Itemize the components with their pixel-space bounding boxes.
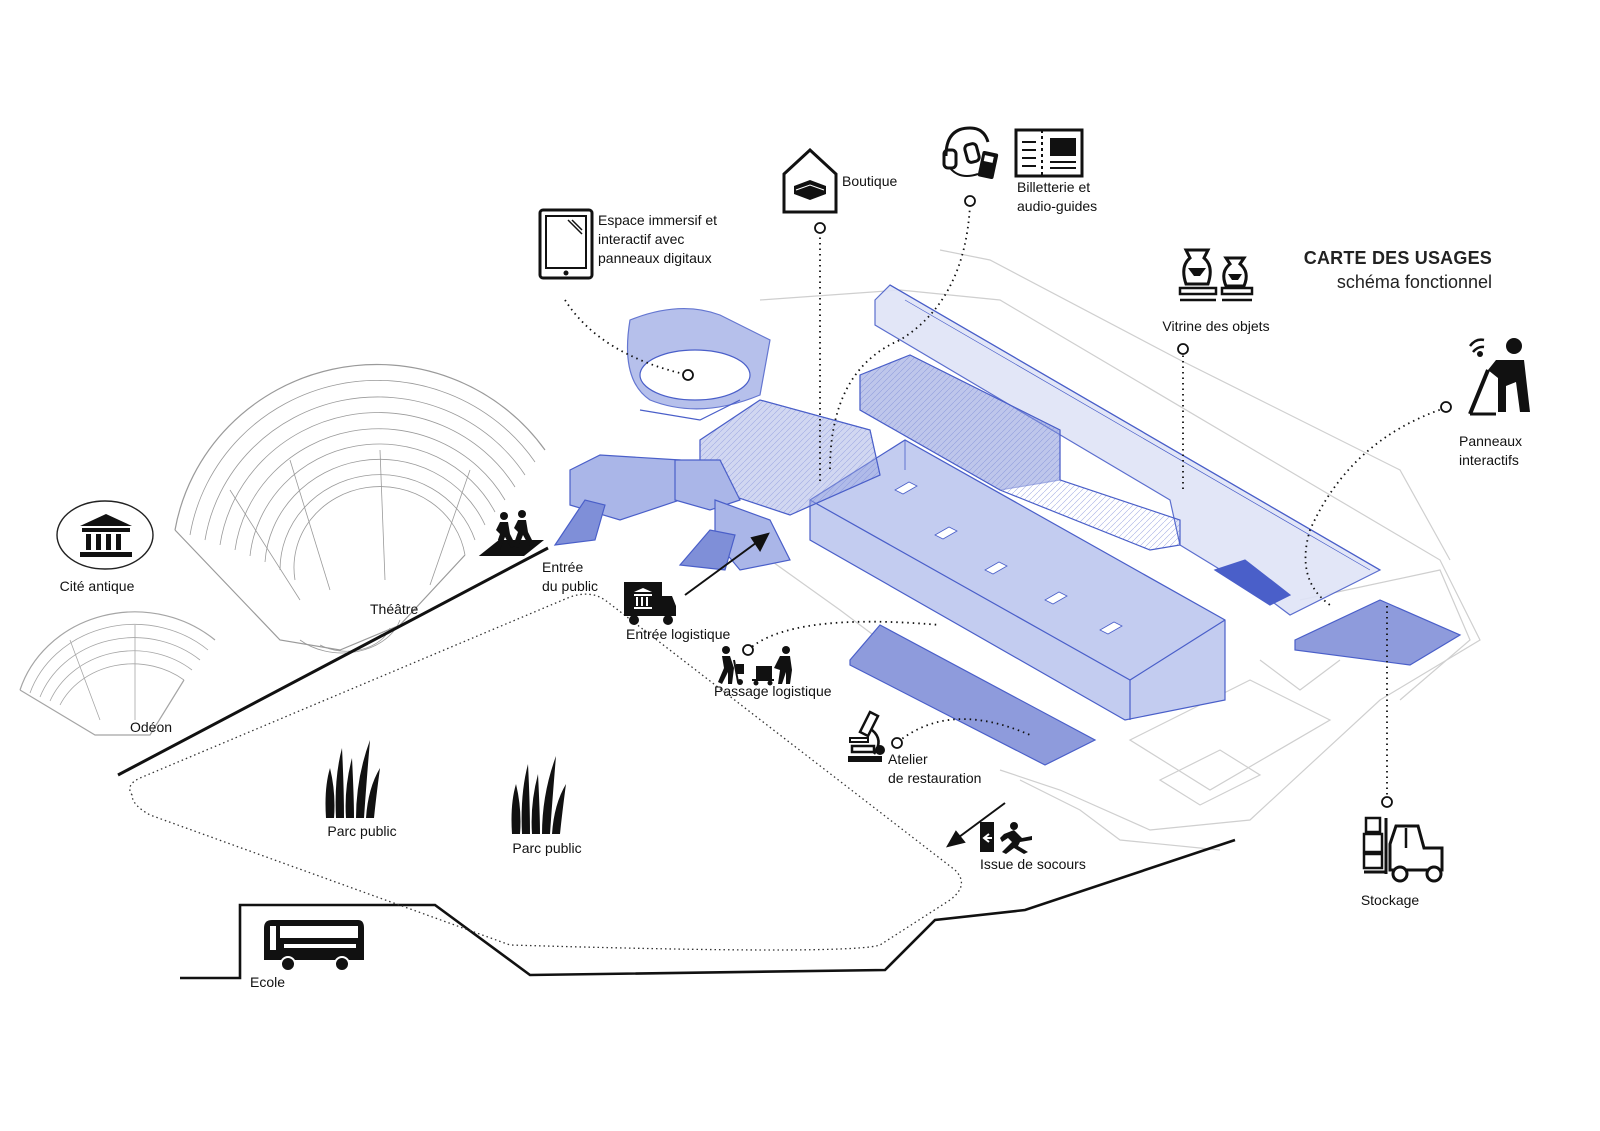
shop-book-icon [782,148,838,214]
ticket-icon [1014,128,1084,178]
bus-icon [264,920,364,972]
grass-icon [325,740,380,818]
leader-nodes [682,195,1452,808]
site-boundaries [117,546,1236,980]
label-parc-1: Parc public [327,823,397,839]
label-passage-logistique: Passage logistique [714,683,832,699]
label-billetterie: Billetterie et audio-guides [1017,179,1098,214]
label-cite-antique: Cité antique [59,578,135,594]
label-panneaux: Panneaux interactifs [1459,433,1523,468]
tablet-icon [538,208,594,280]
direction-arrows [684,532,1006,848]
label-atelier: Atelier de restauration [888,751,982,786]
truck-icon [624,582,676,625]
emergency-exit-icon [980,822,1032,854]
museum-building [553,284,1462,766]
label-entree-logistique: Entrée logistique [626,626,731,642]
touch-panel-icon [1468,338,1530,416]
hand-truck-workers-icon [718,646,792,686]
leader-lines [564,204,1446,800]
cite-antique-outline [56,500,154,570]
label-theatre: Théâtre [370,601,419,617]
label-espace-immersif: Espace immersif et interactif avec panne… [598,212,718,266]
headphones-icon [942,126,999,180]
microscope-icon [848,710,885,762]
label-ecole: Ecole [250,974,286,990]
diagram-title: CARTE DES USAGES schéma fonctionnel [1304,248,1492,293]
vases-icon [1178,248,1254,302]
title-line-1: CARTE DES USAGES [1303,248,1492,268]
label-vitrine: Vitrine des objets [1162,318,1270,334]
forklift-icon [1362,816,1444,883]
grass-icon [511,756,566,834]
label-parc-2: Parc public [512,840,582,856]
theatre-drawing [174,363,546,654]
label-stockage: Stockage [1360,892,1420,908]
label-entree-public: Entrée du public [542,559,599,594]
odeon-drawing [19,611,216,736]
walking-people-icon [477,510,544,557]
label-boutique: Boutique [842,173,898,189]
title-line-2: schéma fonctionnel [1336,272,1492,292]
label-odeon: Odéon [130,719,173,735]
label-issue: Issue de socours [980,856,1086,872]
temple-icon [80,514,132,557]
